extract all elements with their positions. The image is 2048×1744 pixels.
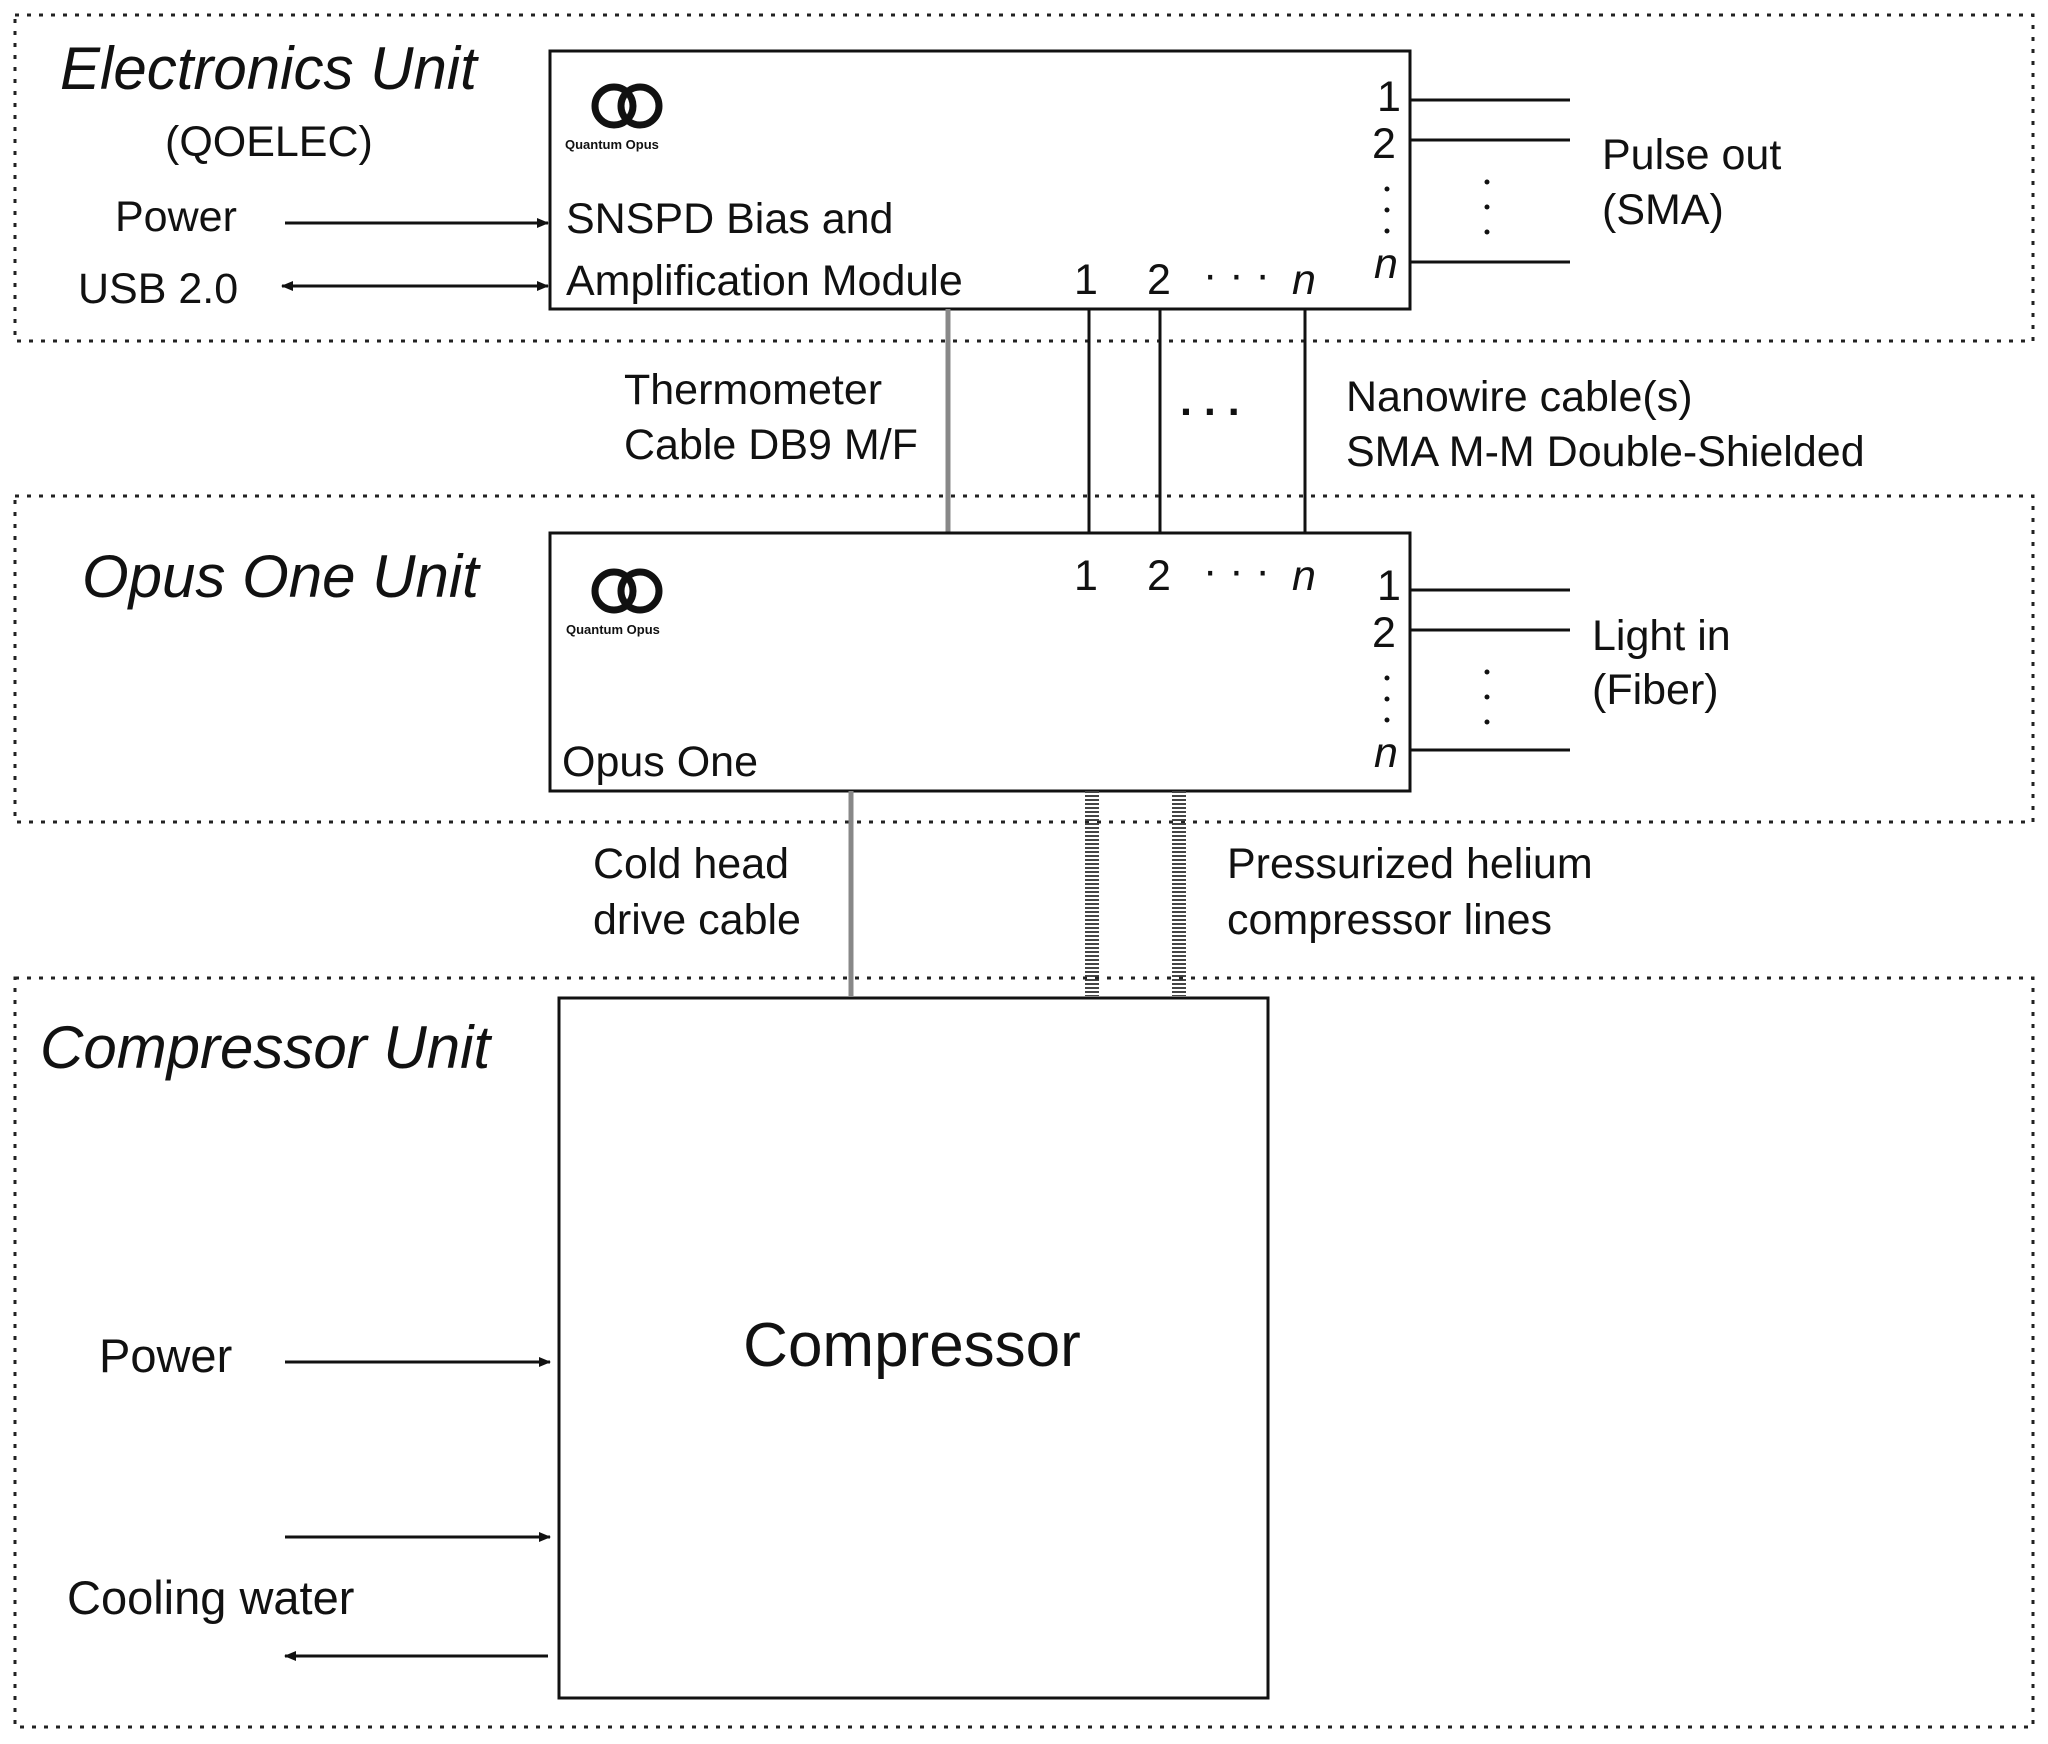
nanowire-dots: . . . <box>1180 377 1240 425</box>
electronics-unit-title: Electronics Unit <box>60 35 479 102</box>
logo-text: Quantum Opus <box>565 137 659 152</box>
nanowire-cable-label: Nanowire cable(s) <box>1346 373 1693 421</box>
port-1-label: 1 <box>1377 73 1401 121</box>
port-vdot <box>1384 228 1390 234</box>
snspd-module-box <box>548 49 1412 311</box>
channel-n-label: n <box>1292 256 1316 304</box>
port-2-label: 2 <box>1372 120 1396 168</box>
opus-port-1-label: 1 <box>1377 562 1401 610</box>
quantum-opus-logo: Quantum Opus <box>566 568 663 637</box>
opus-port-n-label: n <box>1374 729 1398 777</box>
opus-channel-1-label: 1 <box>1074 552 1098 600</box>
module-label-line1: SNSPD Bias and <box>566 195 893 243</box>
electronics-unit-subtitle: (QOELEC) <box>165 118 373 166</box>
compressor-box <box>557 996 1270 1700</box>
opus-port-2-label: 2 <box>1372 609 1396 657</box>
channel-2-label: 2 <box>1147 256 1171 304</box>
light-in-sub-label: (Fiber) <box>1592 666 1719 714</box>
module-label-line2: Amplification Module <box>566 257 963 305</box>
line-vdot <box>1484 694 1490 700</box>
thermometer-cable-label: Thermometer <box>624 366 882 414</box>
opus-one-unit-title: Opus One Unit <box>82 543 481 610</box>
compressor-unit-title: Compressor Unit <box>40 1014 492 1081</box>
port-vdot <box>1384 207 1390 213</box>
port-vdot <box>1384 186 1390 192</box>
helium-lines-label: Pressurized helium <box>1227 840 1593 888</box>
compressor-unit-boundary <box>13 976 2035 1729</box>
port-vdot <box>1384 717 1390 723</box>
line-vdot <box>1484 669 1490 675</box>
channel-1-label: 1 <box>1074 256 1098 304</box>
opus-one-module-label: Opus One <box>562 738 758 786</box>
line-vdot <box>1484 179 1490 185</box>
opus-channel-2-label: 2 <box>1147 552 1171 600</box>
compressor-power-label: Power <box>99 1329 232 1382</box>
line-vdot <box>1484 719 1490 725</box>
thermometer-cable-sub-label: Cable DB9 M/F <box>624 421 918 469</box>
light-in-label: Light in <box>1592 612 1731 660</box>
port-vdot <box>1384 696 1390 702</box>
opus-channel-n-label: n <box>1292 552 1316 600</box>
port-vdot <box>1384 675 1390 681</box>
compressor-label: Compressor <box>743 1311 1081 1380</box>
opus-one-module-box <box>548 531 1412 793</box>
logo-text: Quantum Opus <box>566 622 660 637</box>
cooling-water-label: Cooling water <box>67 1571 354 1624</box>
opus-channel-dots: · · · <box>1203 547 1270 595</box>
usb-label: USB 2.0 <box>78 265 238 313</box>
electronics-unit-boundary <box>13 13 2035 343</box>
helium-lines-sub-label: compressor lines <box>1227 896 1552 944</box>
quantum-opus-logo: Quantum Opus <box>565 83 663 152</box>
cold-head-label: Cold head <box>593 840 789 888</box>
pulse-out-label: Pulse out <box>1602 131 1781 179</box>
channel-dots: · · · <box>1203 251 1270 299</box>
pulse-out-sub-label: (SMA) <box>1602 186 1724 234</box>
electronics-power-label: Power <box>115 193 237 241</box>
line-vdot <box>1484 204 1490 210</box>
nanowire-cable-sub-label: SMA M-M Double-Shielded <box>1346 428 1865 476</box>
line-vdot <box>1484 229 1490 235</box>
opus-one-unit-boundary <box>13 494 2035 824</box>
port-n-label: n <box>1374 240 1398 288</box>
cold-head-sub-label: drive cable <box>593 896 801 944</box>
